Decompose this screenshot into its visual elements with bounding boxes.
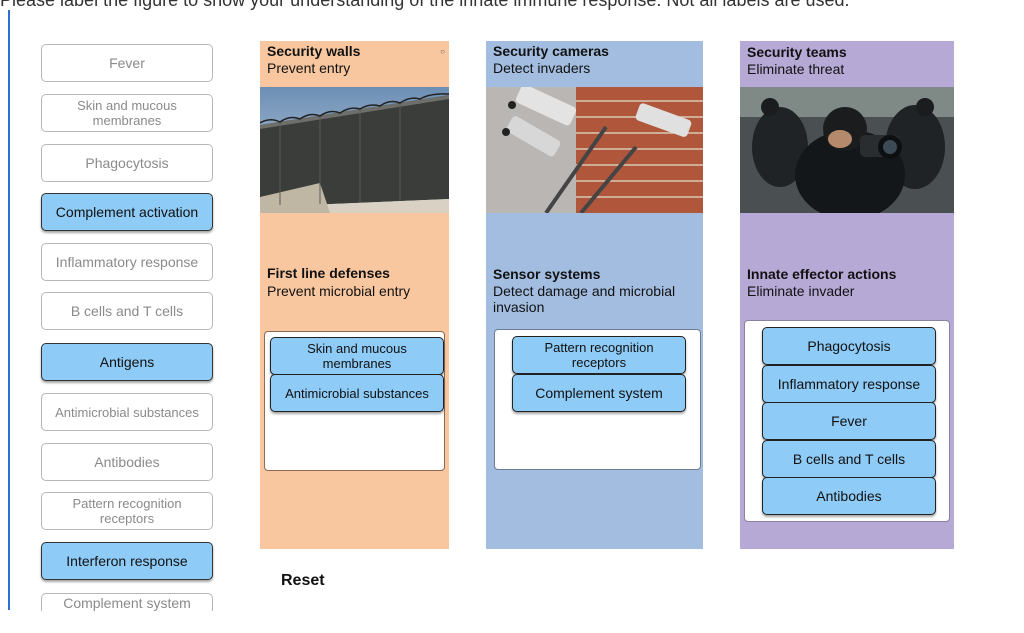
cameras-title: Security cameras <box>493 43 609 59</box>
security-cameras-photo <box>486 87 703 213</box>
first-line-dropzone[interactable]: Skin and mucous membranes Antimicrobial … <box>264 331 445 471</box>
bank-label-b-t-cells[interactable]: B cells and T cells <box>41 292 213 330</box>
bank-label-complement-system[interactable]: Complement system <box>41 593 213 611</box>
bank-label-complement-activation[interactable]: Complement activation <box>41 193 213 231</box>
placed-fever[interactable]: Fever <box>762 402 936 440</box>
effector-title: Innate effector actions <box>747 266 897 282</box>
cameras-subtitle: Detect invaders <box>493 60 591 76</box>
teams-subtitle: Eliminate threat <box>747 61 845 77</box>
focus-line <box>8 10 10 610</box>
placed-antibodies[interactable]: Antibodies <box>762 477 936 515</box>
walls-subtitle: Prevent entry <box>267 60 351 76</box>
column-teams: Security teams Eliminate threat Innate e… <box>740 41 954 549</box>
bank-label-interferon[interactable]: Interferon response <box>41 542 213 580</box>
instruction-text: Please label the figure to show your und… <box>0 0 850 10</box>
first-line-title: First line defenses <box>267 265 390 281</box>
effector-dropzone[interactable]: Phagocytosis Inflammatory response Fever… <box>744 320 950 522</box>
sensor-subtitle: Detect damage and microbial invasion <box>493 283 676 315</box>
bank-label-pattern-recognition[interactable]: Pattern recognition receptors <box>41 492 213 530</box>
placed-pattern-recognition[interactable]: Pattern recognition receptors <box>512 336 686 374</box>
placed-skin-mucous[interactable]: Skin and mucous membranes <box>270 337 444 375</box>
first-line-subtitle: Prevent microbial entry <box>267 283 411 299</box>
placed-antimicrobial[interactable]: Antimicrobial substances <box>270 374 444 412</box>
dot-marker: ○ <box>440 47 445 56</box>
bank-label-fever[interactable]: Fever <box>41 44 213 82</box>
bank-label-phagocytosis[interactable]: Phagocytosis <box>41 144 213 182</box>
bank-label-antimicrobial[interactable]: Antimicrobial substances <box>41 393 213 431</box>
placed-complement-system[interactable]: Complement system <box>512 374 686 412</box>
effector-subtitle: Eliminate invader <box>747 283 855 299</box>
bank-label-antigens[interactable]: Antigens <box>41 343 213 381</box>
sensor-title: Sensor systems <box>493 266 601 282</box>
placed-inflammatory[interactable]: Inflammatory response <box>762 365 936 403</box>
column-cameras: Security cameras Detect invaders Sensor … <box>486 41 703 549</box>
column-walls: Security walls Prevent entry ○ First lin… <box>260 41 449 549</box>
bank-label-skin-mucous[interactable]: Skin and mucous membranes <box>41 94 213 132</box>
reset-button[interactable]: Reset <box>281 572 325 589</box>
bank-label-antibodies[interactable]: Antibodies <box>41 443 213 481</box>
placed-phagocytosis[interactable]: Phagocytosis <box>762 327 936 365</box>
teams-title: Security teams <box>747 44 847 60</box>
bank-label-inflammatory[interactable]: Inflammatory response <box>41 243 213 281</box>
placed-b-t-cells[interactable]: B cells and T cells <box>762 440 936 478</box>
swat-team-photo <box>740 87 954 213</box>
prison-wall-photo <box>260 87 449 213</box>
sensor-dropzone[interactable]: Pattern recognition receptors Complement… <box>494 329 701 470</box>
walls-title: Security walls <box>267 43 361 59</box>
